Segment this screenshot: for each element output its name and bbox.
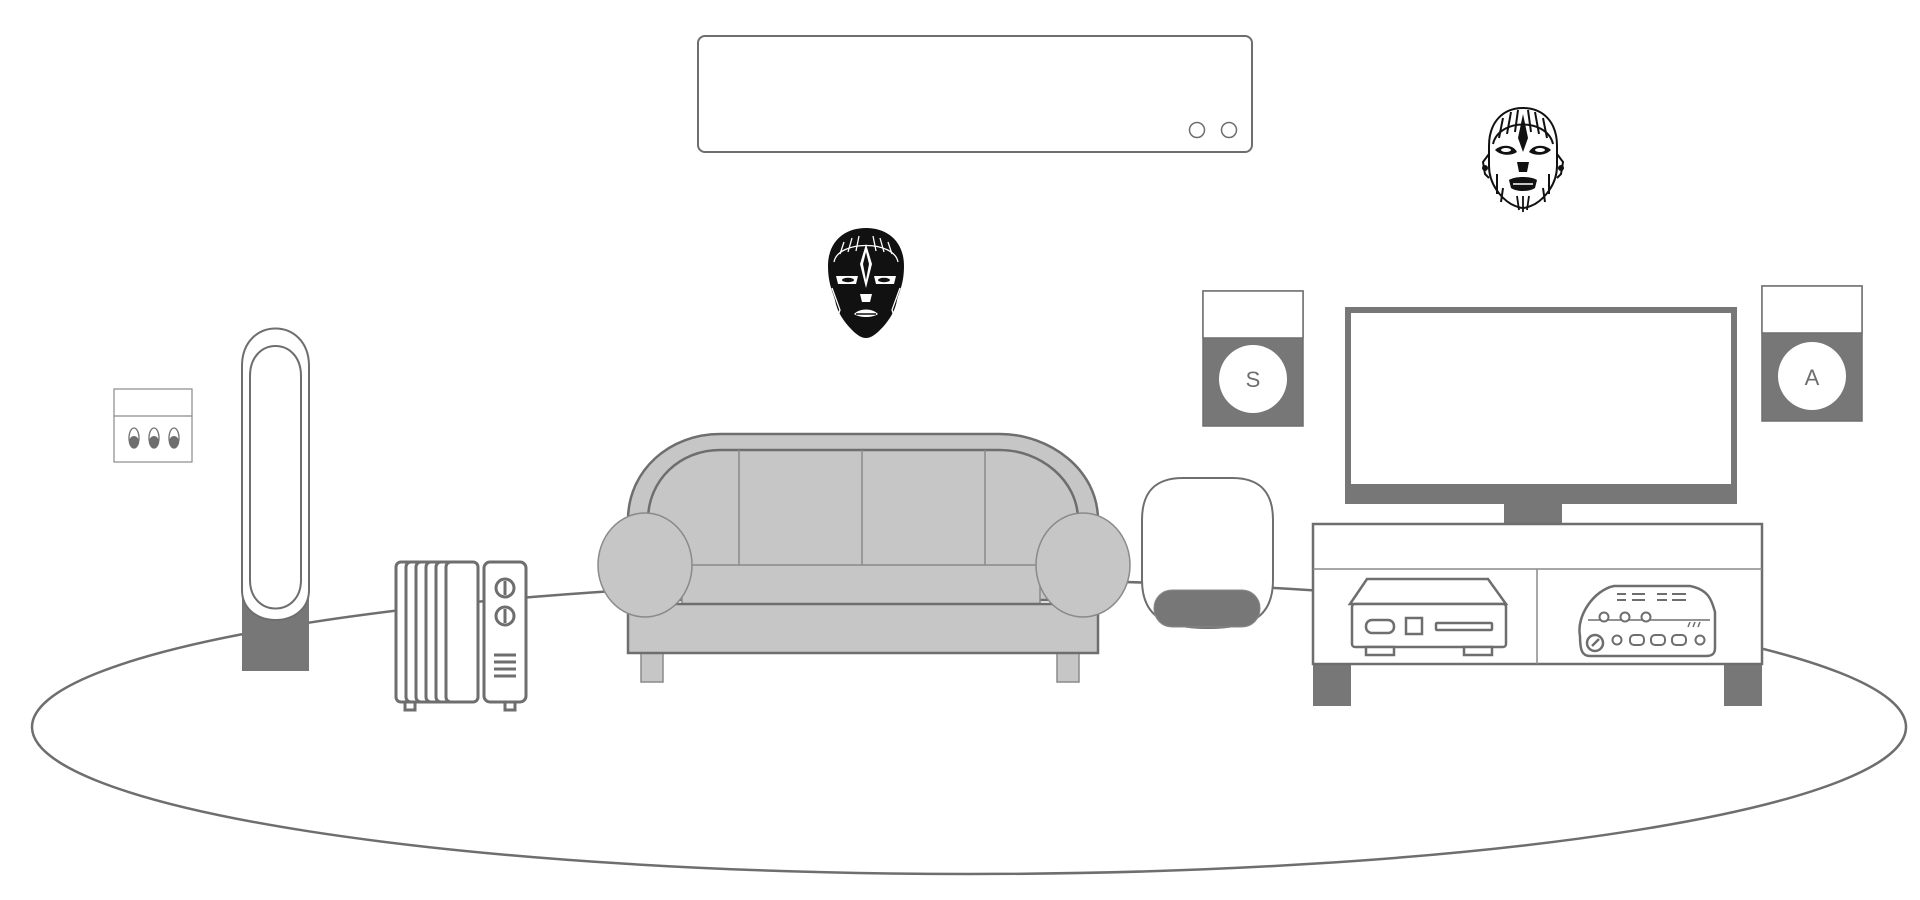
light-switch[interactable] [113, 388, 193, 463]
set-top-box[interactable] [1347, 577, 1509, 657]
wall-air-conditioner-icon [697, 35, 1253, 153]
sofa-icon [597, 432, 1131, 683]
tribal-mask-icon [1481, 106, 1565, 212]
speaker-left[interactable]: S [1202, 290, 1304, 427]
sofa[interactable] [597, 432, 1131, 683]
set-top-box-icon [1347, 577, 1509, 657]
wall-light-switch-icon [113, 388, 193, 463]
air-conditioner[interactable] [697, 35, 1253, 153]
speaker-right[interactable]: A [1761, 285, 1863, 422]
television-icon [1345, 307, 1737, 524]
smart-speaker[interactable] [1141, 477, 1274, 630]
speaker-right-label: A [1805, 365, 1820, 390]
wall-speaker-icon [1761, 285, 1863, 422]
smart-speaker-icon [1141, 477, 1274, 630]
ac-indicator-2 [1220, 121, 1238, 139]
mask-right[interactable] [1481, 106, 1565, 212]
television[interactable] [1345, 307, 1737, 524]
mask-left[interactable] [828, 228, 904, 338]
tribal-mask-icon [828, 228, 904, 338]
tower-fan-icon [241, 327, 310, 671]
wall-speaker-icon [1202, 290, 1304, 427]
oil-heater-icon [394, 560, 528, 712]
speaker-left-label: S [1246, 367, 1261, 392]
av-receiver-icon [1578, 584, 1717, 658]
tower-fan[interactable] [241, 327, 310, 672]
av-receiver[interactable] [1578, 584, 1717, 658]
oil-heater[interactable] [394, 560, 528, 712]
switch-toggles [128, 427, 180, 449]
ac-indicator-1 [1188, 121, 1206, 139]
